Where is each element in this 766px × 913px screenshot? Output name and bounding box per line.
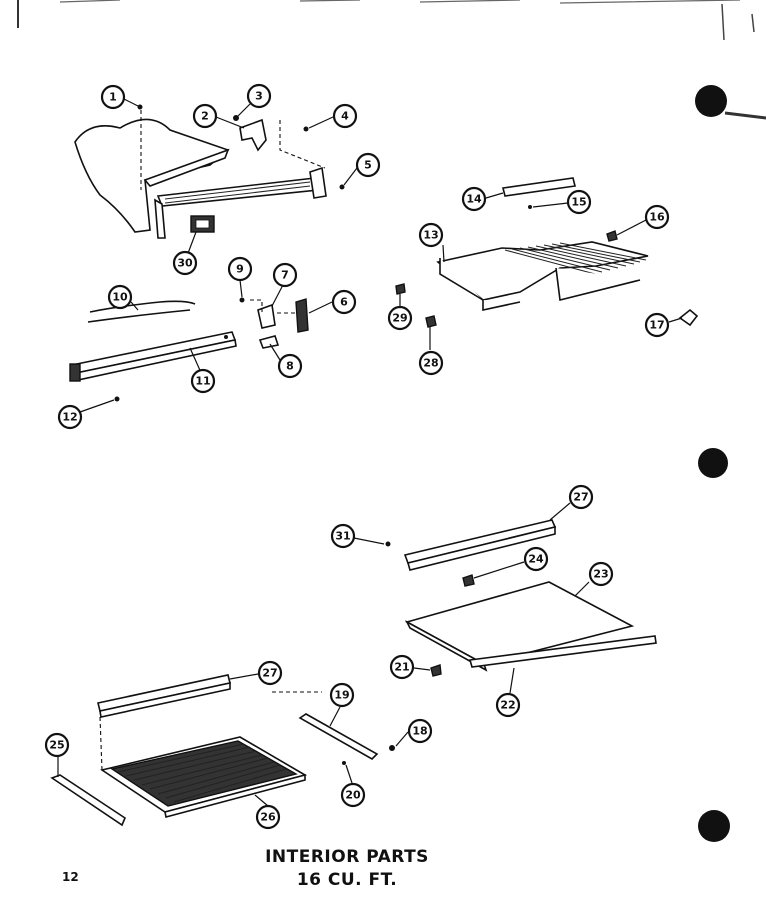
- callout-23: 23: [588, 561, 614, 587]
- scan-edge-marks: [17, 0, 766, 842]
- svg-text:3: 3: [255, 90, 263, 103]
- svg-text:22: 22: [500, 699, 515, 712]
- callout-18: 18: [407, 718, 433, 744]
- callout-3: 3: [246, 83, 272, 109]
- svg-text:27: 27: [262, 667, 277, 680]
- callout-2: 2: [192, 103, 218, 129]
- binder-hole-3: [698, 810, 730, 842]
- svg-text:21: 21: [394, 661, 409, 674]
- glass-shelf-assembly: [385, 519, 657, 677]
- leader-lines-mid-right: [353, 502, 590, 694]
- callout-13: 13: [418, 222, 444, 248]
- svg-text:16: 16: [649, 211, 665, 224]
- leader-lines-bottom-left: [57, 673, 409, 807]
- svg-text:1: 1: [109, 91, 117, 104]
- leader-lines-top-left: [123, 98, 358, 257]
- callout-27-bottom: 27: [257, 660, 283, 686]
- page-number: 12: [62, 870, 79, 884]
- binder-hole-1: [695, 85, 727, 117]
- callout-27-top: 27: [568, 484, 594, 510]
- svg-text:18: 18: [412, 725, 427, 738]
- callout-7: 7: [272, 262, 298, 288]
- svg-text:5: 5: [364, 159, 372, 172]
- svg-text:20: 20: [345, 789, 361, 802]
- callout-26: 26: [255, 804, 281, 830]
- callout-9-top: 9: [227, 256, 253, 282]
- svg-text:28: 28: [423, 357, 438, 370]
- callout-28: 28: [418, 350, 444, 376]
- callout-25: 25: [44, 732, 70, 758]
- svg-text:30: 30: [177, 257, 193, 270]
- svg-text:29: 29: [392, 312, 407, 325]
- callout-19: 19: [329, 682, 355, 708]
- callout-30: 30: [172, 250, 198, 276]
- binder-hole-2: [698, 448, 728, 478]
- callout-17: 17: [644, 312, 670, 338]
- diagram-subtitle: 16 CU. FT.: [296, 870, 398, 890]
- callout-21: 21: [389, 654, 415, 680]
- callout-12: 12: [57, 404, 83, 430]
- callout-15: 15: [566, 189, 592, 215]
- svg-text:17: 17: [649, 319, 664, 332]
- svg-text:25: 25: [49, 739, 64, 752]
- svg-text:11: 11: [195, 375, 210, 388]
- breaker-strip-assembly: [69, 297, 309, 413]
- callout-11: 11: [190, 368, 216, 394]
- svg-text:31: 31: [335, 530, 350, 543]
- callout-24: 24: [523, 546, 549, 572]
- wire-shelf-assembly: [395, 177, 699, 328]
- callout-6: 6: [331, 289, 357, 315]
- svg-text:14: 14: [466, 193, 482, 206]
- callout-22: 22: [495, 692, 521, 718]
- svg-text:24: 24: [528, 553, 544, 566]
- svg-text:7: 7: [281, 269, 289, 282]
- callout-8: 8: [277, 353, 303, 379]
- callout-20: 20: [340, 782, 366, 808]
- liner-bracket-assembly: [74, 104, 345, 239]
- svg-text:23: 23: [593, 568, 608, 581]
- svg-text:12: 12: [62, 411, 77, 424]
- svg-text:15: 15: [571, 196, 586, 209]
- callout-5: 5: [355, 152, 381, 178]
- callout-4: 4: [332, 103, 358, 129]
- diagram-title: INTERIOR PARTS: [265, 847, 429, 867]
- svg-text:26: 26: [260, 811, 276, 824]
- lower-wire-shelf-assembly: [50, 674, 395, 827]
- callout-31: 31: [330, 523, 356, 549]
- svg-text:6: 6: [340, 296, 348, 309]
- callout-29: 29: [387, 305, 413, 331]
- callout-14: 14: [461, 186, 487, 212]
- svg-text:19: 19: [334, 689, 349, 702]
- svg-text:13: 13: [423, 229, 438, 242]
- svg-text:4: 4: [341, 110, 349, 123]
- callout-1: 1: [100, 84, 126, 110]
- svg-text:2: 2: [201, 110, 209, 123]
- svg-text:27: 27: [573, 491, 588, 504]
- callout-16: 16: [644, 204, 670, 230]
- callout-10: 10: [107, 284, 133, 310]
- svg-text:9: 9: [236, 263, 244, 276]
- svg-text:10: 10: [112, 291, 128, 304]
- svg-text:8: 8: [286, 360, 294, 373]
- leader-lines-top-right: [399, 192, 683, 350]
